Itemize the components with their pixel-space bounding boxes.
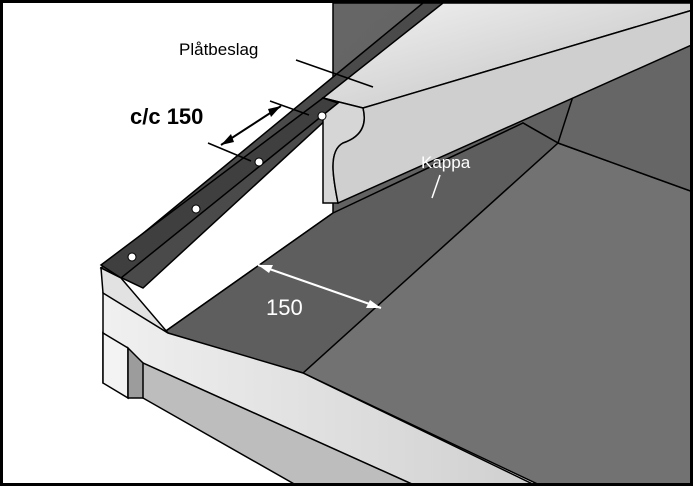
label-cap: Kappa (421, 153, 471, 172)
flashing-long-face (332, 10, 690, 205)
leader-flashing (295, 59, 374, 88)
fascia-post-side (127, 346, 144, 399)
nail-head (191, 204, 201, 214)
arrow-head (221, 134, 234, 145)
nail-head (254, 157, 264, 167)
leader-cap (431, 174, 441, 199)
nail-head (127, 252, 137, 262)
cap-strip (161, 122, 560, 374)
dimension-tick (269, 100, 310, 116)
arrow-head (268, 106, 281, 117)
roof-edge-drawing (99, 3, 690, 483)
nail-strip (99, 97, 340, 279)
label-spacing: c/c 150 (130, 104, 204, 129)
label-overlap: 150 (266, 295, 303, 320)
arrow-head (366, 300, 381, 308)
arrow-head (258, 265, 273, 273)
dimension-tick (207, 142, 252, 162)
dimension-line-overlap (257, 264, 382, 309)
label-flashing: Plåtbeslag (179, 40, 259, 59)
nail-head (317, 111, 327, 121)
